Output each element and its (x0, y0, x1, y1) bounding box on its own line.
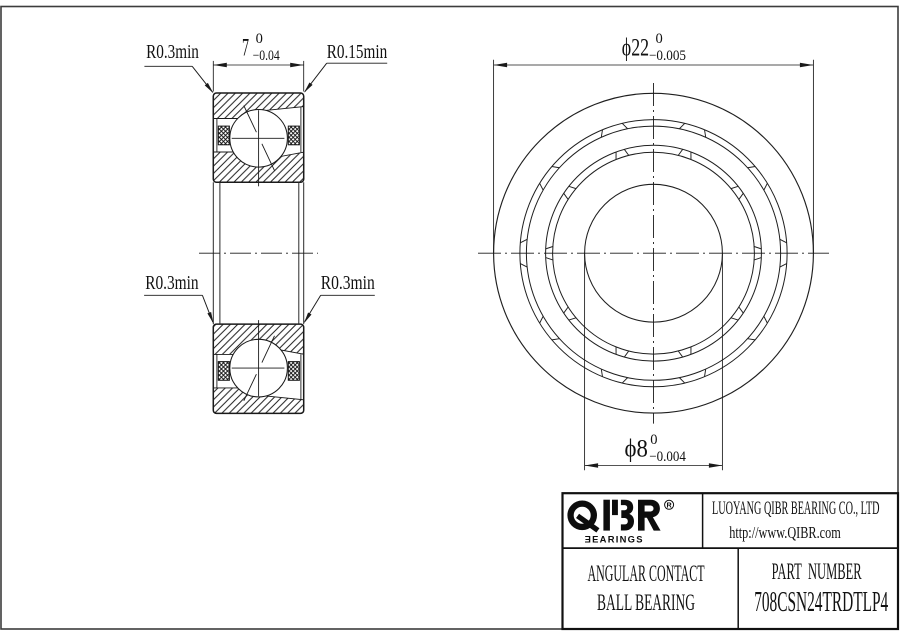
svg-text:0: 0 (656, 31, 663, 47)
svg-text:PART NUMBER: PART NUMBER (772, 559, 862, 584)
svg-text:R0.15min: R0.15min (327, 41, 388, 63)
svg-text:7: 7 (242, 35, 249, 62)
svg-text:BALL BEARING: BALL BEARING (597, 590, 695, 616)
svg-text:http://www.QIBR.com: http://www.QIBR.com (729, 523, 841, 542)
svg-text:708CSN24TRDTLP4: 708CSN24TRDTLP4 (754, 586, 888, 618)
svg-text:ƎEARINGS: ƎEARINGS (585, 535, 644, 545)
svg-text:ANGULAR CONTACT: ANGULAR CONTACT (588, 561, 705, 587)
svg-text:R: R (666, 501, 672, 510)
svg-text:−0.005: −0.005 (649, 48, 686, 64)
svg-text:R0.3min: R0.3min (145, 272, 198, 294)
svg-text:ϕ22: ϕ22 (622, 35, 649, 62)
svg-text:R0.3min: R0.3min (321, 272, 375, 294)
svg-text:R0.3min: R0.3min (146, 41, 199, 63)
svg-text:0: 0 (256, 31, 263, 47)
svg-text:ϕ8: ϕ8 (625, 435, 648, 462)
svg-text:0: 0 (650, 432, 657, 448)
svg-text:−0.004: −0.004 (649, 449, 686, 465)
svg-text:−0.04: −0.04 (253, 48, 281, 64)
svg-text:LUOYANG QIBR BEARING CO., LTD: LUOYANG QIBR BEARING CO., LTD (712, 498, 880, 519)
